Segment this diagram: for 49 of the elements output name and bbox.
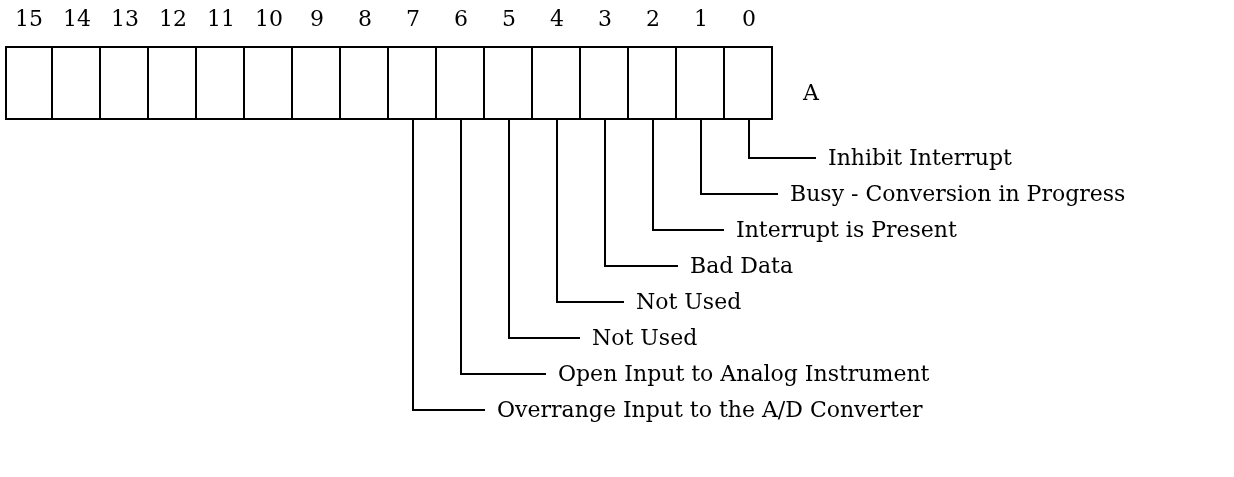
register-bit-cell: [387, 46, 437, 120]
bit-number: 8: [358, 6, 372, 32]
register-bit-cell: [675, 46, 725, 120]
bit-description: Overrange Input to the A/D Converter: [497, 397, 923, 423]
bit-number: 15: [15, 6, 43, 32]
bit-number: 13: [111, 6, 139, 32]
register-bit-cell: [5, 46, 53, 120]
leader-line: [508, 119, 581, 339]
bit-number: 9: [310, 6, 324, 32]
register-bit-cell: [99, 46, 149, 120]
bit-number: 3: [598, 6, 612, 32]
bit-number: 2: [646, 6, 660, 32]
bit-description: Bad Data: [690, 253, 794, 279]
register-bit-cell: [435, 46, 485, 120]
register-bit-cell: [531, 46, 581, 120]
bit-number: 11: [207, 6, 235, 32]
register-bit-cell: [51, 46, 101, 120]
bit-number: 5: [502, 6, 516, 32]
bit-number: 0: [742, 6, 756, 32]
register-bit-cell: [195, 46, 245, 120]
leader-line: [460, 119, 547, 375]
bit-description: Open Input to Analog Instrument: [558, 361, 930, 387]
bit-description: Not Used: [592, 325, 698, 351]
bit-description: Interrupt is Present: [736, 217, 957, 243]
leader-line: [604, 119, 679, 267]
register-name: A: [803, 80, 819, 106]
register-bit-cell: [291, 46, 341, 120]
leader-line: [412, 119, 486, 411]
bit-description: Not Used: [636, 289, 742, 315]
register-bit-cell: [723, 46, 773, 120]
leader-line: [556, 119, 625, 303]
bit-number: 10: [255, 6, 283, 32]
bit-number: 7: [406, 6, 420, 32]
register-bit-cell: [243, 46, 293, 120]
bit-number: 14: [63, 6, 91, 32]
leader-line: [652, 119, 725, 231]
register-bit-cell: [483, 46, 533, 120]
bit-number: 1: [694, 6, 708, 32]
bit-number: 12: [159, 6, 187, 32]
register-bit-cell: [579, 46, 629, 120]
leader-line: [748, 119, 817, 159]
register-bit-cell: [339, 46, 389, 120]
bit-description: Inhibit Interrupt: [828, 145, 1012, 171]
register-bit-cell: [147, 46, 197, 120]
bit-description: Busy - Conversion in Progress: [790, 181, 1126, 207]
register-bit-cell: [627, 46, 677, 120]
bit-number: 6: [454, 6, 468, 32]
leader-line: [700, 119, 779, 195]
bit-number: 4: [550, 6, 564, 32]
